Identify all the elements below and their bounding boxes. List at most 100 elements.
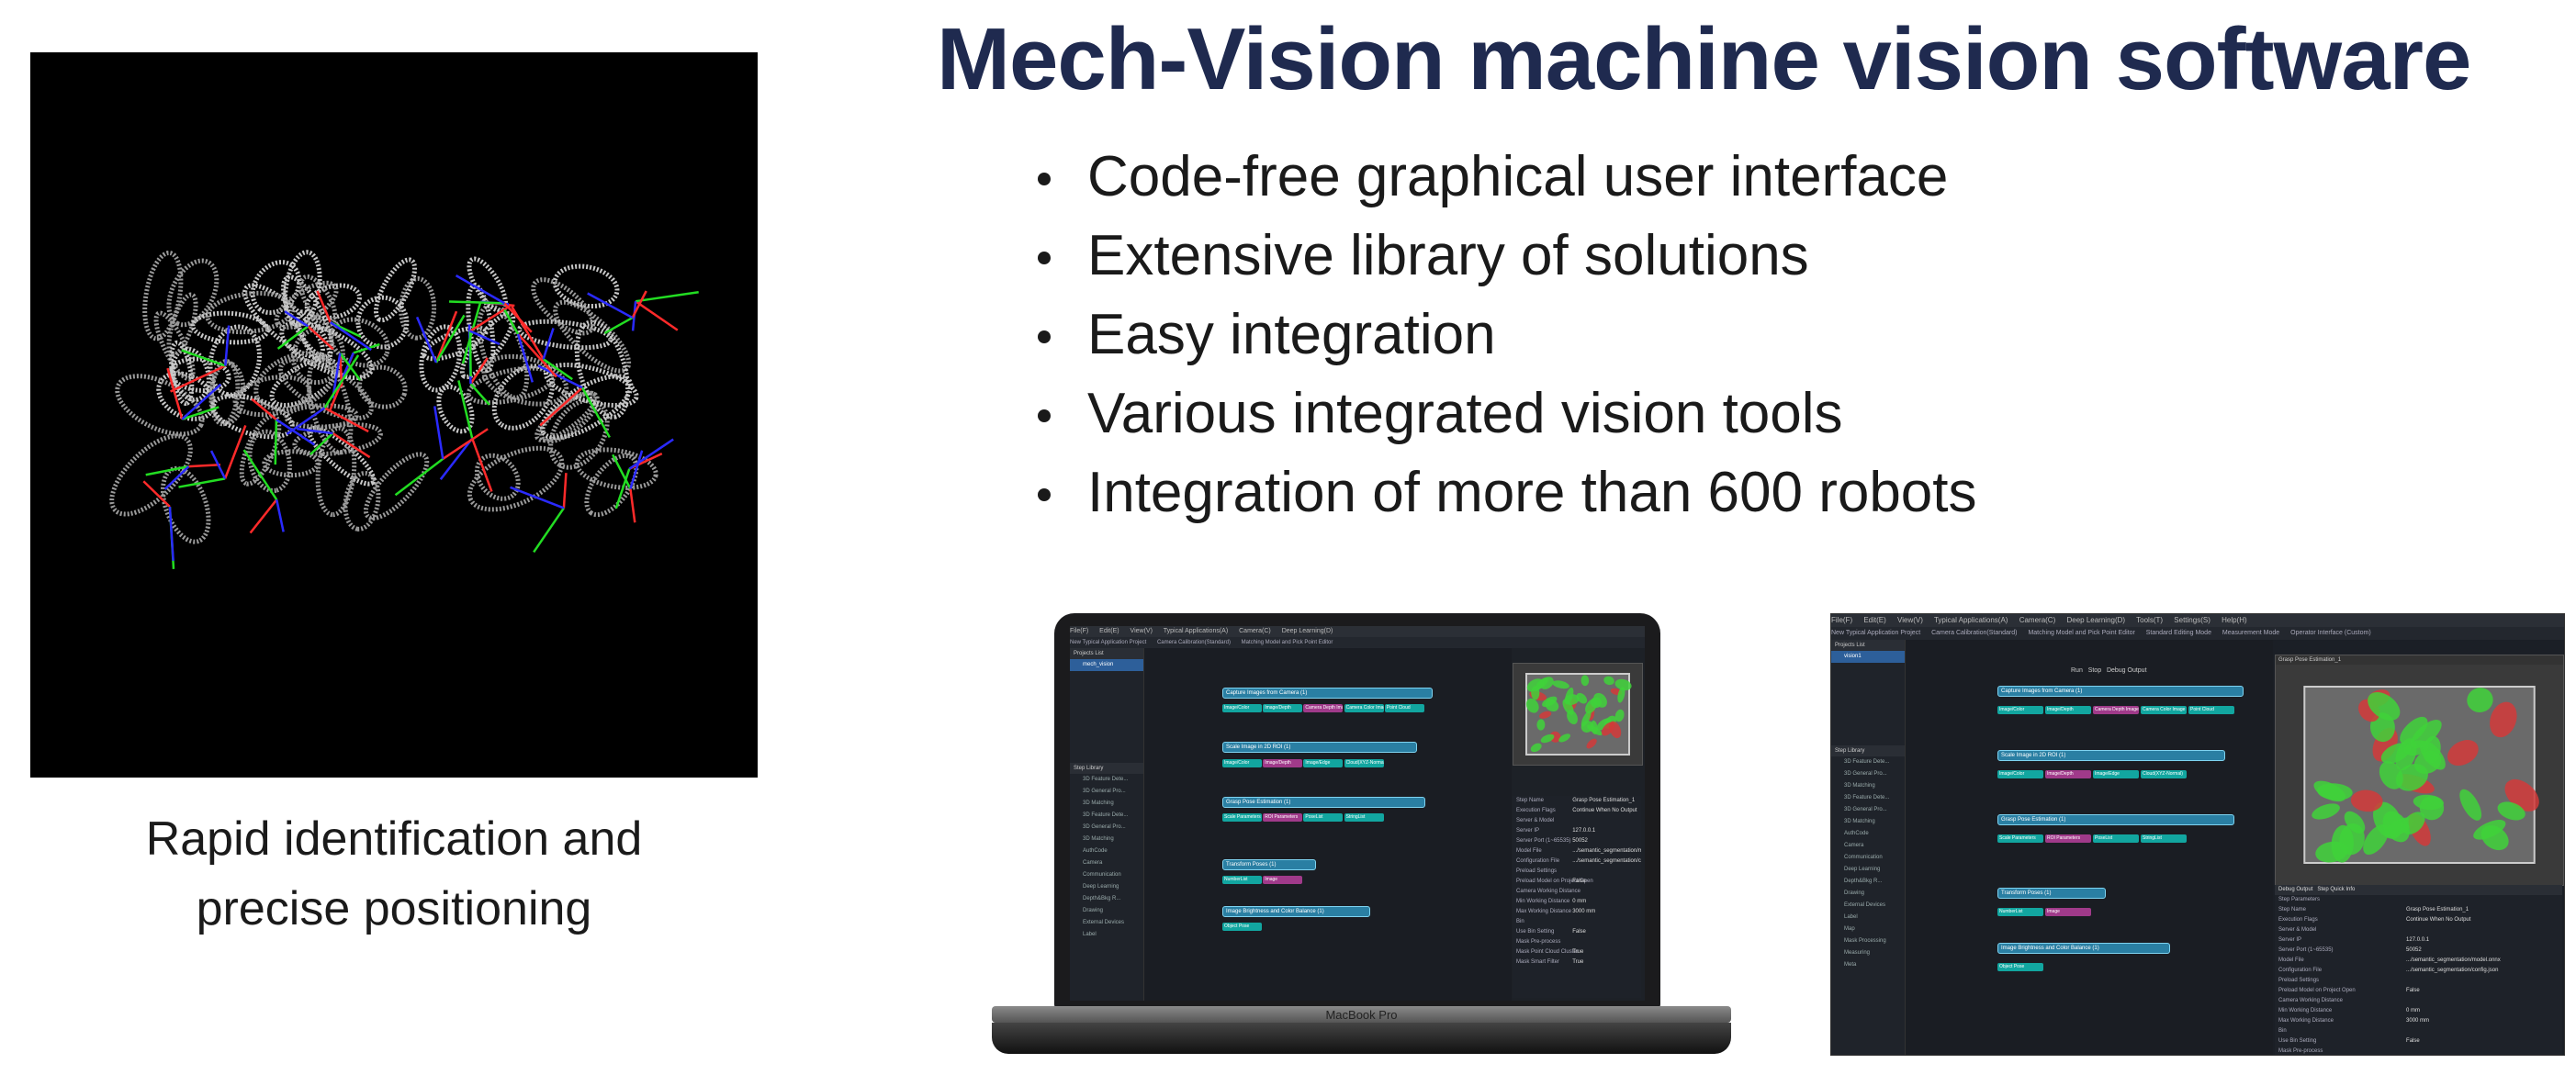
- property-row[interactable]: Server Port (1~65535)50052: [2275, 946, 2562, 956]
- property-row[interactable]: Server Port (1~65535)50052: [1513, 836, 1641, 846]
- tab-step-quick-info[interactable]: Step Quick Info: [2317, 887, 2356, 892]
- step-port[interactable]: Cloud(XYZ-Normal): [1344, 758, 1384, 767]
- step-library-item[interactable]: 3D Matching: [1844, 783, 1875, 789]
- graph-canvas[interactable]: Capture Images from Camera (1)Scale Imag…: [1144, 648, 1512, 1001]
- menu-deep-learning[interactable]: Deep Learning(D): [1281, 628, 1333, 634]
- project-item[interactable]: vision1: [1831, 651, 1905, 663]
- menu-typical-applications[interactable]: Typical Applications(A): [1933, 616, 2008, 624]
- step-port[interactable]: Point Cloud: [2188, 706, 2234, 714]
- toolbar-calibration[interactable]: Camera Calibration(Standard): [1156, 640, 1231, 645]
- menu-deep-learning[interactable]: Deep Learning(D): [2066, 616, 2126, 624]
- toolbar-calibration[interactable]: Camera Calibration(Standard): [1931, 630, 2018, 636]
- property-row[interactable]: Configuration File.../semantic_segmentat…: [2275, 966, 2562, 976]
- step-library-item[interactable]: 3D Feature Dete...: [1844, 759, 1890, 765]
- project-item[interactable]: mech_vision: [1070, 659, 1143, 671]
- step-node[interactable]: Scale Image in 2D ROI (1): [1997, 750, 2225, 761]
- graph-canvas[interactable]: Run Stop Debug Output Capture Images fro…: [1906, 640, 2273, 1055]
- property-row[interactable]: Bin: [2275, 1026, 2562, 1036]
- step-library-item[interactable]: Mask Processing: [1844, 938, 1886, 944]
- menu-edit[interactable]: Edit(E): [1863, 616, 1886, 624]
- step-library-item[interactable]: 3D General Pro...: [1083, 824, 1126, 830]
- menu-file[interactable]: File(F): [1070, 628, 1089, 634]
- step-node[interactable]: Transform Poses (1): [1997, 888, 2106, 899]
- step-port[interactable]: Image/Edge: [2093, 770, 2139, 778]
- step-port[interactable]: Camera Depth Image: [1303, 704, 1344, 713]
- step-port[interactable]: Cloud(XYZ-Normal): [2141, 770, 2187, 778]
- step-library-item[interactable]: External Devices: [1083, 920, 1125, 925]
- menu-typical-applications[interactable]: Typical Applications(A): [1163, 628, 1229, 634]
- step-node[interactable]: Grasp Pose Estimation (1): [1222, 796, 1425, 808]
- menu-tools[interactable]: Tools(T): [2136, 616, 2164, 624]
- step-library-item[interactable]: 3D Feature Dete...: [1083, 812, 1129, 818]
- image-viewer[interactable]: Grasp Pose Estimation_1: [2275, 655, 2564, 886]
- property-row[interactable]: Mask Pre-process: [2275, 1047, 2562, 1055]
- step-node[interactable]: Grasp Pose Estimation (1): [1997, 814, 2234, 825]
- step-library-item[interactable]: Label: [1844, 914, 1858, 920]
- property-row[interactable]: Preload Settings: [2275, 976, 2562, 986]
- step-library-item[interactable]: Drawing: [1083, 908, 1104, 913]
- step-port[interactable]: NumberList: [1222, 876, 1263, 885]
- toolbar-operator-interface[interactable]: Operator Interface (Custom): [2290, 630, 2371, 636]
- property-row[interactable]: Model File.../semantic_segmentation/mode…: [1513, 846, 1641, 856]
- step-port[interactable]: Camera Color Image: [1344, 704, 1384, 713]
- step-library-item[interactable]: Drawing: [1844, 890, 1865, 896]
- property-row[interactable]: Configuration File.../semantic_segmentat…: [1513, 856, 1641, 867]
- step-port[interactable]: Object Pose: [1997, 963, 2043, 971]
- step-library-item[interactable]: 3D Feature Dete...: [1844, 795, 1890, 801]
- step-library-item[interactable]: Meta: [1844, 962, 1857, 968]
- menu-help[interactable]: Help(H): [2222, 616, 2247, 624]
- menu-camera[interactable]: Camera(C): [2019, 616, 2056, 624]
- step-library-item[interactable]: 3D Matching: [1083, 836, 1114, 842]
- menu-edit[interactable]: Edit(E): [1099, 628, 1119, 634]
- image-viewer[interactable]: [1513, 663, 1643, 766]
- menu-view[interactable]: View(V): [1130, 628, 1153, 634]
- step-port[interactable]: Image/Depth: [1263, 704, 1303, 713]
- step-library-item[interactable]: Depth&Bkg R...: [1083, 896, 1121, 901]
- step-node[interactable]: Capture Images from Camera (1): [1222, 687, 1433, 699]
- step-library-item[interactable]: Communication: [1844, 855, 1883, 860]
- property-row[interactable]: Preload Settings: [1513, 867, 1641, 877]
- step-port[interactable]: Image/Color: [1222, 704, 1263, 713]
- step-library-item[interactable]: Communication: [1083, 872, 1121, 878]
- step-library-item[interactable]: 3D Matching: [1844, 819, 1875, 824]
- tab-debug-output[interactable]: Debug Output: [2278, 887, 2313, 892]
- step-library-item[interactable]: Depth&Bkg R...: [1844, 879, 1883, 884]
- step-library-item[interactable]: Deep Learning: [1844, 867, 1881, 872]
- property-row[interactable]: Mask Pre-process: [1513, 937, 1641, 947]
- property-row[interactable]: Preload Model on Project OpenFalse: [1513, 877, 1641, 887]
- step-library-item[interactable]: Map: [1844, 926, 1855, 932]
- step-library-item[interactable]: Camera: [1844, 843, 1864, 848]
- menu-settings[interactable]: Settings(S): [2174, 616, 2210, 624]
- property-row[interactable]: Server & Model: [1513, 816, 1641, 826]
- stop-button[interactable]: Stop: [2087, 667, 2102, 674]
- property-row[interactable]: Max Working Distance3000 mm: [1513, 907, 1641, 917]
- step-port[interactable]: PoseList: [2093, 834, 2139, 843]
- step-library-item[interactable]: 3D Feature Dete...: [1083, 777, 1129, 782]
- step-library-item[interactable]: 3D General Pro...: [1083, 789, 1126, 794]
- menu-view[interactable]: View(V): [1897, 616, 1923, 624]
- step-node[interactable]: Image Brightness and Color Balance (1): [1222, 905, 1370, 917]
- step-port[interactable]: Object Pose: [1222, 923, 1263, 932]
- step-node[interactable]: Capture Images from Camera (1): [1997, 686, 2244, 697]
- property-row[interactable]: Camera Working Distance: [2275, 996, 2562, 1006]
- step-port[interactable]: NumberList: [1997, 908, 2043, 916]
- debug-output-button[interactable]: Debug Output: [2106, 667, 2147, 674]
- property-row[interactable]: Mask Point Cloud ClusterTrue: [1513, 947, 1641, 957]
- step-port[interactable]: Image/Depth: [1263, 758, 1303, 767]
- step-port[interactable]: ROI Parameters: [2045, 834, 2091, 843]
- menu-file[interactable]: File(F): [1831, 616, 1853, 624]
- step-port[interactable]: StringList: [2141, 834, 2187, 843]
- step-port[interactable]: Scale Parameters: [1997, 834, 2043, 843]
- step-port[interactable]: Point Cloud: [1384, 704, 1424, 713]
- step-port[interactable]: Scale Parameters: [1222, 813, 1263, 823]
- run-button[interactable]: Run: [2071, 667, 2083, 674]
